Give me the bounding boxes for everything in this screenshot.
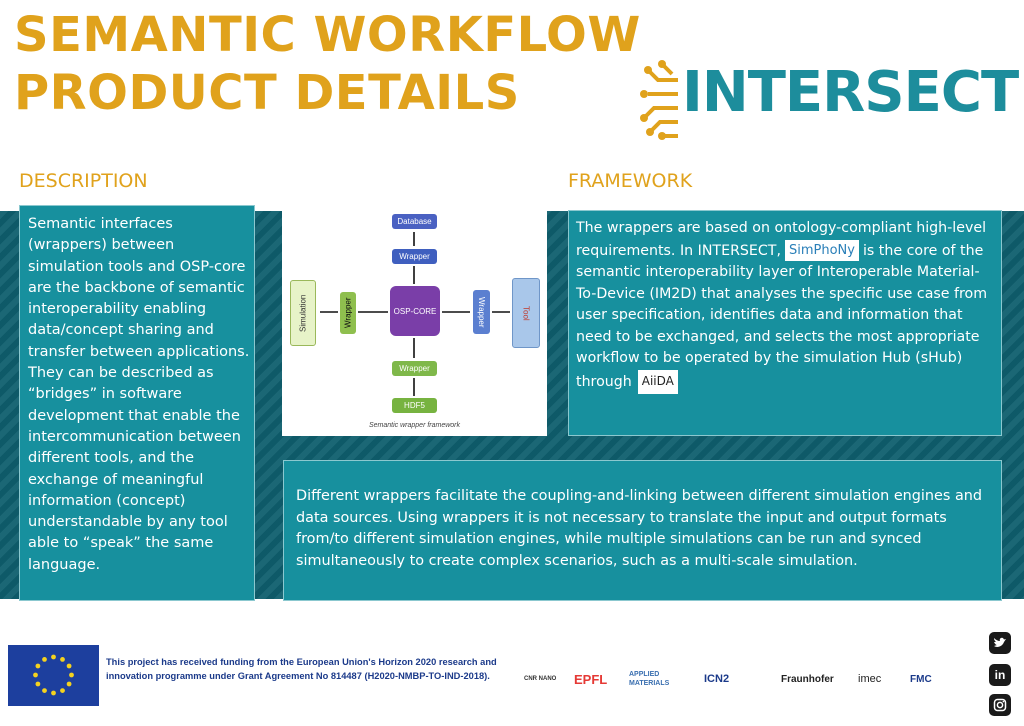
- framework-text-2: is the core of the semantic interoperabi…: [576, 242, 988, 390]
- wrapper-bottom-box: Wrapper: [392, 361, 437, 376]
- osp-core-box: OSP-CORE: [390, 286, 440, 336]
- partner-icn2: ICN2: [704, 673, 730, 685]
- description-text: Semantic interfaces (wrappers) between s…: [28, 216, 250, 360]
- tool-box: Tool: [512, 278, 540, 348]
- logo-wordmark: INTERSECT: [682, 60, 1019, 125]
- figure-caption: Semantic wrapper framework: [368, 422, 461, 429]
- simulation-box: Simulation: [290, 280, 316, 346]
- aiida-logo: AiiDA: [637, 369, 678, 394]
- intersect-logo: INTERSECT: [634, 50, 1019, 154]
- partner-imec: imec: [858, 673, 882, 685]
- eu-flag-icon: [8, 645, 99, 706]
- simphony-logo: SimPhoNy: [784, 239, 859, 262]
- linkedin-icon[interactable]: in: [989, 664, 1011, 686]
- partner-epfl: EPFL: [574, 671, 608, 687]
- framework-panel: The wrappers are based on ontology-compl…: [568, 210, 1002, 436]
- funding-statement: This project has received funding from t…: [106, 657, 497, 681]
- hdf5-box: HDF5: [392, 398, 437, 413]
- framework-heading: FRAMEWORK: [568, 170, 693, 192]
- wrapper-framework-figure: Database Wrapper Simulation Wrapper OSP-…: [282, 210, 547, 436]
- figure-arrows: [320, 232, 510, 396]
- wrappers-info-panel: Different wrappers facilitate the coupli…: [283, 460, 1002, 601]
- database-box: Database: [392, 214, 437, 229]
- description-text-2: They can be described as “bridges” in so…: [28, 365, 241, 573]
- partner-fraunhofer: Fraunhofer: [781, 673, 834, 685]
- twitter-bird: [994, 637, 1006, 647]
- instagram-icon[interactable]: [989, 694, 1011, 716]
- wrapper-right-box: Wrapper: [473, 290, 490, 334]
- wrapper-left-box: Wrapper: [340, 292, 356, 334]
- partner-fmc: FMC: [910, 673, 932, 685]
- title-line-1: SEMANTIC WORKFLOW: [14, 7, 641, 63]
- description-panel: Semantic interfaces (wrappers) between s…: [19, 205, 255, 601]
- partner-cnr-nano: CNR NANO: [524, 676, 557, 682]
- title-line-2: PRODUCT DETAILS: [14, 65, 520, 121]
- description-heading: DESCRIPTION: [19, 170, 148, 192]
- eu-stars: [33, 654, 74, 696]
- framework-text-1: The wrappers are based on ontology-compl…: [576, 220, 987, 259]
- twitter-icon[interactable]: [989, 632, 1011, 654]
- circuit-icon: [640, 60, 678, 140]
- instagram-glyph: [993, 698, 1007, 712]
- wrappers-info-text: Different wrappers facilitate the coupli…: [296, 488, 983, 569]
- wrapper-top-box: Wrapper: [392, 249, 437, 264]
- page-title: SEMANTIC WORKFLOW PRODUCT DETAILS: [14, 6, 641, 122]
- partner-applied-materials: APPLIED MATERIALS: [629, 671, 670, 687]
